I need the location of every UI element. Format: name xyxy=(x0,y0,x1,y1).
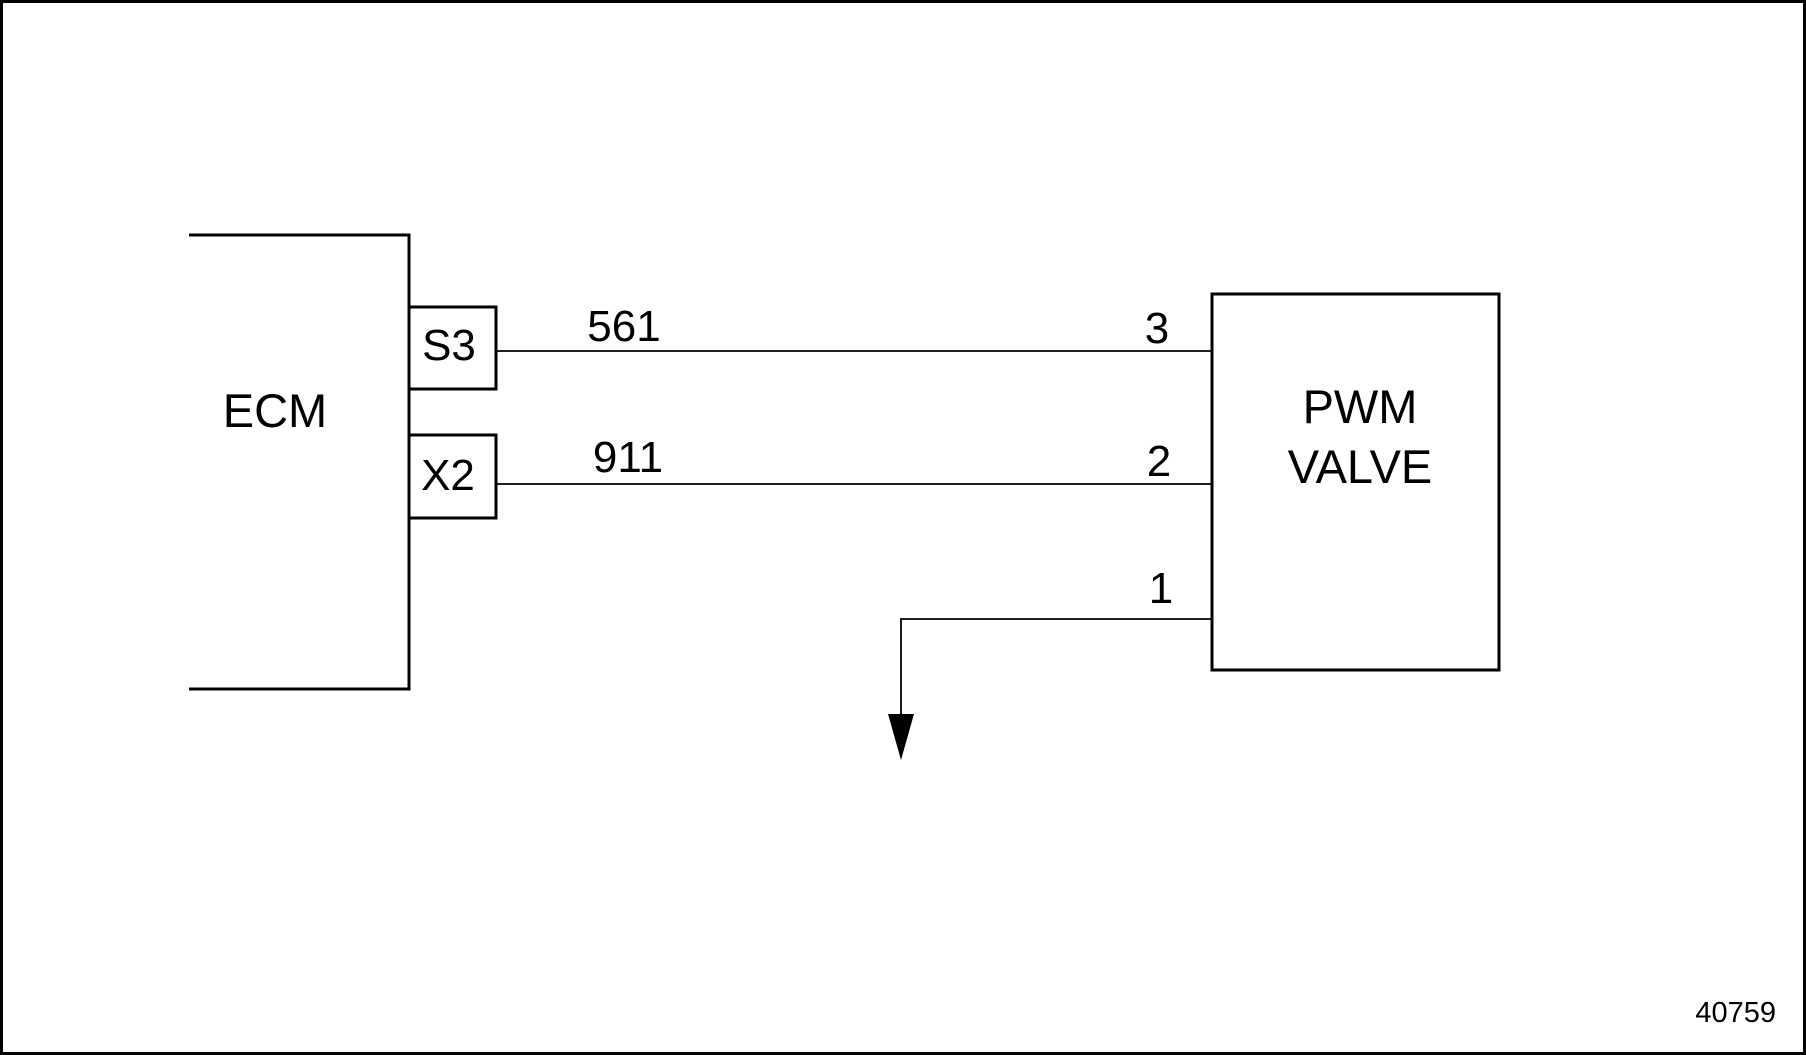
ecm-label: ECM xyxy=(223,384,327,437)
pwm-valve-label-line2: VALVE xyxy=(1288,440,1433,493)
figure-number: 40759 xyxy=(1695,997,1776,1029)
ground-wire xyxy=(900,618,1212,715)
pwm-valve-label-line1: PWM xyxy=(1303,380,1418,433)
pwm-valve-box xyxy=(1210,292,1501,672)
pwm-valve: PWM VALVE xyxy=(1210,292,1501,672)
wire-561-label: 561 xyxy=(587,302,660,351)
wire-911-label: 911 xyxy=(593,433,663,482)
circuit-911: X2 911 2 xyxy=(407,433,1212,520)
ground-arrow-icon xyxy=(888,714,914,760)
ground-circuit: 1 xyxy=(888,564,1212,760)
connector-x2 xyxy=(407,433,498,520)
circuit-561: S3 561 3 xyxy=(407,302,1212,391)
connector-s3 xyxy=(407,305,498,391)
connector-s3-label: S3 xyxy=(422,321,476,370)
valve-pin-2-label: 2 xyxy=(1147,437,1171,486)
valve-pin-1-label: 1 xyxy=(1149,564,1173,613)
connector-x2-label: X2 xyxy=(421,451,475,500)
valve-pin-3-label: 3 xyxy=(1145,304,1169,353)
